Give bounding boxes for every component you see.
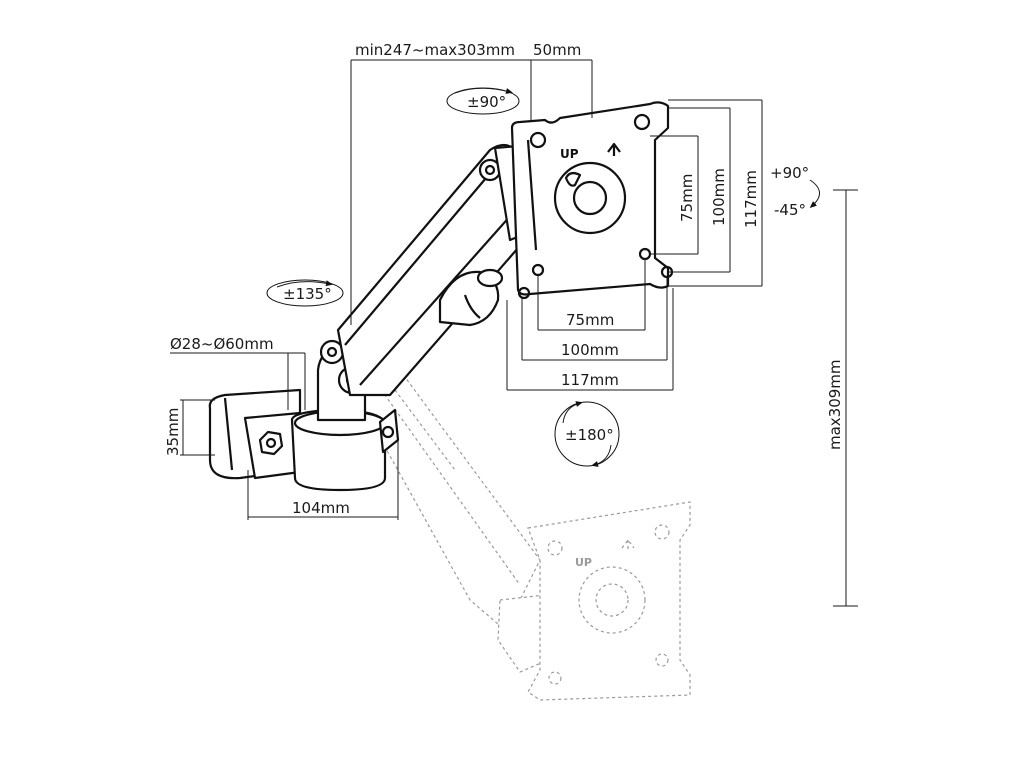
label-rotation-plate: ±90°: [467, 93, 506, 111]
clamp-bolt-hex: [258, 430, 284, 456]
label-max-height: max309mm: [826, 359, 844, 450]
rotation-badge-arm: [266, 279, 344, 307]
rotation-badge-screen: [554, 401, 620, 467]
label-vesa-v-100: 100mm: [710, 168, 728, 226]
label-plate-offset: 50mm: [533, 41, 581, 59]
ghost-vesa-plate: UP: [527, 501, 691, 701]
tilt-arrow: [809, 179, 820, 208]
dimension-labels: min247~max303mm 50mm 75mm 100mm 117mm 75…: [164, 41, 844, 517]
label-vesa-h-100: 100mm: [561, 341, 619, 359]
label-clamp-diameter: Ø28~Ø60mm: [170, 335, 274, 353]
label-rotation-screen: ±180°: [565, 426, 614, 444]
label-tilt-down: -45°: [774, 201, 806, 219]
label-rotation-arm: ±135°: [283, 285, 332, 303]
label-vesa-h-117: 117mm: [561, 371, 619, 389]
label-vesa-v-117: 117mm: [742, 170, 760, 228]
vesa-plate: UP: [510, 101, 674, 300]
label-vesa-v-75: 75mm: [678, 174, 696, 222]
label-vesa-h-75: 75mm: [566, 311, 614, 329]
rotation-badge-plate: [446, 87, 520, 115]
gas-spring-arm: [336, 143, 537, 397]
label-clamp-width: 104mm: [292, 499, 350, 517]
label-clamp-height: 35mm: [164, 408, 182, 456]
ghost-lowered-arm: [344, 349, 549, 673]
dimension-lines: [170, 59, 858, 607]
up-label: UP: [560, 147, 579, 161]
label-arm-reach: min247~max303mm: [355, 41, 515, 59]
ghost-up-label: UP: [575, 556, 592, 569]
label-tilt-up: +90°: [770, 164, 809, 182]
